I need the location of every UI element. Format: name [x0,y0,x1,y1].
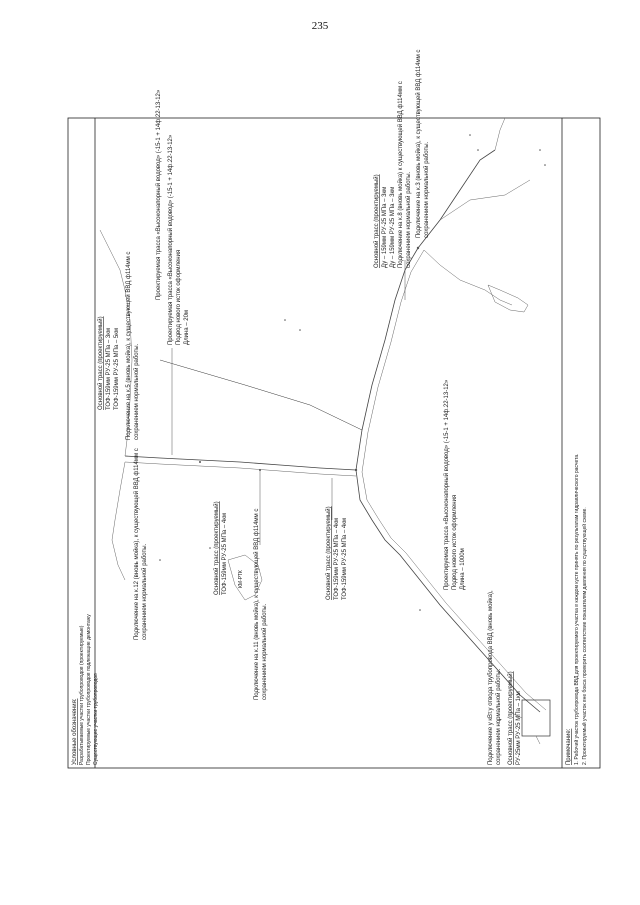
survey-line [159,359,363,431]
block-line: ТОФ-159мм РУ-25 МПа – 3км [106,328,112,410]
valve-outline [509,711,541,745]
block-line: ТОФ-159мм РУ-25 МПа – 4км [342,518,348,600]
main-pipeline-upper-parallel [361,249,425,473]
connection-note: Подключение на к.12 (вновь мойка), к сущ… [133,448,140,640]
block-line: Подключение на к.8 (вновь мойка) к сущес… [397,81,404,268]
project-block-line: Длина – 20м [184,310,190,345]
pipeline-route-label: Проектируемая трасса «Высоконапорный вод… [443,379,450,590]
block-line: ТОФ-159мм РУ-25 МПа – 4км [222,513,228,595]
branch-pipeline-right-loop [423,249,513,306]
block-header: Основной трасс (проектируемый) [507,671,514,765]
connection-note: Подключение на к.11 (вновь мойка), к сущ… [253,509,260,700]
block-line: сохранением нормальной работы. [405,171,412,268]
legend-line: Проектируемые участки трубопроводов подл… [86,614,92,765]
existing-line-left [99,229,133,457]
pipeline-route-line: Длина – 1000м [460,548,466,590]
branch-pipeline-top [494,117,506,151]
connection-note: Подключение у кВт.у отвода трубопровода … [487,590,494,765]
main-pipeline-lower-parallel [361,471,547,711]
connection-note: сохранением нормальной работы. [141,543,148,640]
block-line: ТОФ-159мм РУ-25 МПа – 4км [334,518,340,600]
page-number: 235 [311,20,329,32]
project-block-line: Подвод нового исток оформления [176,250,182,345]
main-route-label: Проектируемая трасса «Высоконапорный вод… [155,89,162,300]
block-line: РУ-25мм РУ-25 МПа – 1км [516,691,522,765]
connection-note: сохранением нормальной работы. [423,141,430,238]
main-pipeline-upper [355,247,419,471]
pipeline-route-line: Подвод нового исток оформления [452,495,458,590]
legend-title: Условные обозначения: [72,698,78,765]
block-header: Основной трасс (проектируемый) [325,506,332,600]
block-header: Основной трасс (проектируемый) [97,316,104,410]
block-line: Ду – 159мм РУ-25 МПа – 3км [390,187,396,268]
legend-line: Существующие участки трубопроводов [93,673,99,765]
legend-line: Разрабатываемые участки трубопроводов (п… [79,625,85,765]
survey-marks [159,134,546,721]
pad-cluster-right [487,284,529,313]
project-block-title: Проектируемая трасса «Высоконапорный вод… [167,134,174,345]
valve-box [521,699,551,737]
km-label: КМ-РТК [238,570,244,588]
sheet-frame [67,117,601,769]
branch-pipeline-ne [439,179,531,221]
footer-note: 2. Проектируемый участок вне бокса прове… [581,507,588,765]
existing-line-left-lower [111,461,126,581]
branch-pipeline-upper-right [417,149,496,249]
branch-pipeline-left [124,455,357,471]
block-header: Основной трасс (проектируемый) [373,174,380,268]
branch-pipeline-left-parallel [124,461,357,477]
block-header: Основной трасс (проектируемый) [213,501,220,595]
main-pipeline-lower [355,469,541,713]
connection-note: сохранением нормальной работы. [261,603,268,700]
block-line: Ду – 159мм РУ-25 МПа – 3км [382,187,388,268]
connection-note: сохранением нормальной работы. [133,343,140,440]
connection-note: Подключение на к.3 (вновь мойка), к суще… [415,50,422,238]
footer-note: 1. Рабочий участок трубопровода ВВД для … [573,453,580,765]
pad-cluster-left [227,554,263,601]
block-line: ТОФ-159мм РУ-25 МПа – 5км [114,328,120,410]
connection-note: сохранением нормальной работы. [495,668,502,765]
connection-note: Подключение на к.5 (вновь мойка), к суще… [125,252,132,440]
footer-header: Примечание: [566,728,572,765]
